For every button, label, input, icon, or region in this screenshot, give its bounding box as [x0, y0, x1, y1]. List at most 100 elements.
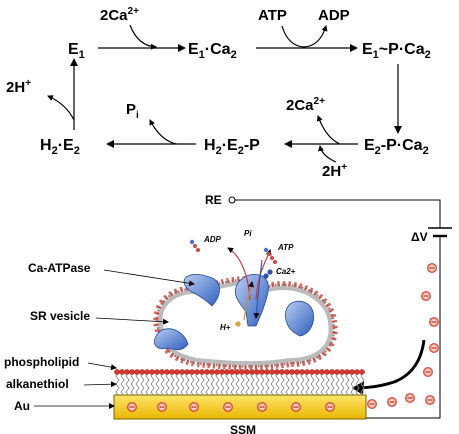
charge — [424, 394, 436, 406]
lipid-head — [324, 369, 330, 375]
arrow-pi-release — [149, 119, 177, 145]
charge — [156, 401, 168, 413]
lipid-head — [134, 369, 140, 375]
arrow-h-out — [243, 281, 254, 321]
protein-left-bottom — [154, 328, 189, 351]
lipid-head — [259, 369, 265, 375]
state-e1-ca2: E1·Ca2 — [188, 41, 237, 61]
charge — [428, 316, 440, 328]
arrow-atp-adp — [281, 25, 328, 48]
ca-ion — [267, 269, 273, 275]
lipid-head — [294, 369, 300, 375]
alkanethiol-layer — [114, 375, 366, 395]
charge — [222, 401, 234, 413]
lipid-head — [209, 369, 215, 375]
lipid-head — [279, 369, 285, 375]
lipid-head — [119, 369, 125, 375]
label-h-small: H+ — [220, 323, 231, 332]
state-e1: E1 — [68, 41, 85, 61]
atp-molecule — [263, 247, 277, 264]
label-2ca-in: 2Ca2+ — [100, 6, 139, 24]
label-ca-small: Ca2+ — [276, 267, 296, 276]
pointer-ca-atpase — [103, 269, 195, 287]
lipid-head — [144, 369, 150, 375]
state-h2-e2-p: H2·E2-P — [204, 137, 260, 157]
charge — [386, 396, 398, 408]
lipid-head — [354, 369, 360, 375]
label-adp: ADP — [318, 7, 350, 24]
lipid-head — [319, 369, 325, 375]
pointer-phospholipid — [87, 362, 117, 371]
label-atp: ATP — [258, 7, 287, 24]
charge — [290, 401, 302, 413]
charge — [426, 262, 438, 274]
lipid-head — [174, 369, 180, 375]
lipid-head — [254, 369, 260, 375]
lipid-head — [149, 369, 155, 375]
ssm-setup: RE ΔV — [4, 193, 452, 434]
lipid-head — [264, 369, 270, 375]
lipid-head — [229, 369, 235, 375]
lipid-head — [234, 369, 240, 375]
lipid-head — [219, 369, 225, 375]
label-adp-small: ADP — [203, 235, 222, 244]
label-2ca-out: 2Ca2+ — [286, 96, 325, 114]
reaction-cycle: E1 E1·Ca2 E1~P·Ca2 E2-P·Ca2 H2·E2-P H2·E… — [6, 6, 431, 180]
label-pi-small: Pi — [244, 229, 252, 238]
lipid-head — [114, 369, 120, 375]
state-h2-e2: H2·E2 — [40, 137, 80, 157]
lipid-head — [169, 369, 175, 375]
lipid-head — [344, 369, 350, 375]
label-2h-in: 2H+ — [322, 162, 347, 180]
lipid-head — [204, 369, 210, 375]
lipid-head — [194, 369, 200, 375]
charge — [428, 342, 440, 354]
reference-electrode — [228, 196, 236, 204]
lipid-head — [199, 369, 205, 375]
label-phospholipid: phospholipid — [4, 355, 79, 369]
lipid-head — [349, 369, 355, 375]
arrow-h-binding — [318, 145, 337, 163]
protein-right — [285, 300, 314, 337]
arrow-ca-in — [253, 259, 263, 319]
lipid-head — [339, 369, 345, 375]
label-ssm: SSM — [230, 423, 256, 434]
lipid-head — [224, 369, 230, 375]
lipid-head — [154, 369, 160, 375]
charge — [324, 401, 336, 413]
label-sr-vesicle: SR vesicle — [30, 309, 90, 323]
lipid-head — [274, 369, 280, 375]
lipid-head — [249, 369, 255, 375]
lipid-head — [244, 369, 250, 375]
h-ion — [235, 321, 241, 327]
pointer-sr-vesicle — [95, 317, 169, 325]
label-2h-out: 2H+ — [6, 78, 31, 96]
lipid-head — [269, 369, 275, 375]
arrow-h-release — [47, 95, 75, 121]
phospholipid-layer — [114, 369, 365, 375]
charge — [366, 398, 378, 410]
lipid-head — [179, 369, 185, 375]
state-e1-p-ca2: E1~P·Ca2 — [362, 41, 431, 61]
charge — [420, 290, 432, 302]
charge — [256, 401, 268, 413]
lipid-head — [314, 369, 320, 375]
label-au: Au — [14, 399, 30, 413]
lipid-head — [304, 369, 310, 375]
arrow-ca-binding — [129, 24, 157, 50]
lipid-head — [184, 369, 190, 375]
lipid-head — [239, 369, 245, 375]
label-pi: Pi — [126, 101, 139, 121]
lipid-head — [329, 369, 335, 375]
lipid-head — [309, 369, 315, 375]
lipid-head — [189, 369, 195, 375]
label-ca-atpase: Ca-ATPase — [28, 261, 91, 275]
label-re: RE — [205, 193, 222, 207]
lipid-head — [139, 369, 145, 375]
lipid-head — [359, 369, 365, 375]
lipid-head — [124, 369, 130, 375]
label-atp-small: ATP — [277, 243, 294, 252]
lipid-head — [299, 369, 305, 375]
lipid-head — [159, 369, 165, 375]
wire-top — [235, 199, 441, 228]
